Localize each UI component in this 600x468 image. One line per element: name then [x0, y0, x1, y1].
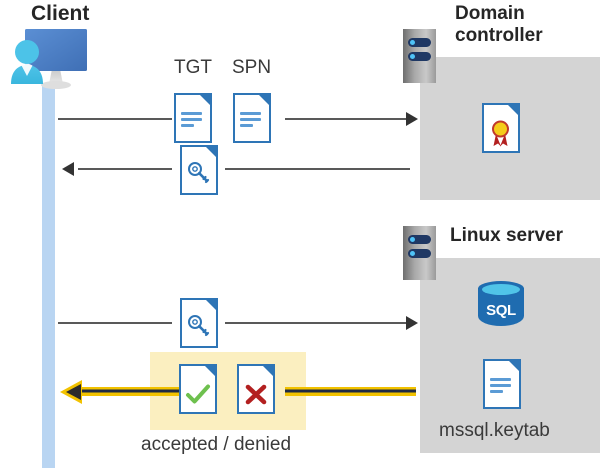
- rack-bar: [408, 52, 431, 61]
- rack-led: [410, 237, 415, 242]
- document-sheet: [179, 364, 217, 414]
- document-text-lines: [490, 378, 511, 397]
- connector-line-request-left: [58, 118, 172, 120]
- rack-bar: [408, 38, 431, 47]
- document-sheet: [174, 93, 212, 143]
- document-check-icon-accepted: [179, 364, 217, 414]
- arrowhead-to-domain-controller: [406, 112, 418, 126]
- x-glyph: [242, 380, 270, 413]
- rack-led: [410, 54, 415, 59]
- server-rack-icon-linux-server: [403, 226, 436, 280]
- arrowhead-to-linux-server: [406, 316, 418, 330]
- connector-line-service-left: [58, 322, 172, 324]
- keytab-filename-label: mssql.keytab: [439, 420, 550, 441]
- key-glyph: [186, 313, 212, 344]
- rack-led: [410, 251, 415, 256]
- certificate-seal-glyph: [488, 115, 514, 154]
- arrowhead-to-client-ticket: [62, 162, 74, 176]
- key-glyph: [186, 160, 212, 191]
- yellow-arrowhead-inner: [66, 383, 81, 400]
- document-key-icon-service-ticket: [180, 298, 218, 348]
- yellow-line-right: [285, 387, 416, 396]
- connector-line-ticket-left: [78, 168, 172, 170]
- spn-label: SPN: [232, 57, 272, 78]
- document-icon-keytab: [483, 359, 521, 409]
- client-workstation-icon: [6, 26, 92, 96]
- yellow-line-left: [80, 387, 180, 396]
- client-title: Client: [31, 2, 90, 25]
- document-text-lines: [240, 112, 261, 131]
- document-icon-spn: [233, 93, 271, 143]
- tgt-label: TGT: [174, 57, 212, 78]
- document-text-lines: [181, 112, 202, 131]
- rack-led: [410, 40, 415, 45]
- document-key-icon-ticket: [180, 145, 218, 195]
- connector-line-ticket-right: [225, 168, 410, 170]
- document-sheet: [483, 359, 521, 409]
- check-glyph: [184, 380, 212, 413]
- sql-cylinder-top-inner: [482, 283, 520, 295]
- document-icon-tgt: [174, 93, 212, 143]
- linux-server-title: Linux server: [450, 225, 563, 246]
- accepted-denied-label: accepted / denied: [141, 434, 292, 455]
- document-x-icon-denied: [237, 364, 275, 414]
- document-sheet: [237, 364, 275, 414]
- certificate-document-icon: [482, 103, 520, 153]
- document-sheet: [233, 93, 271, 143]
- connector-line-service-right: [225, 322, 408, 324]
- rack-bar: [408, 249, 431, 258]
- document-sheet: [180, 298, 218, 348]
- connector-line-request-right: [285, 118, 408, 120]
- document-sheet: [180, 145, 218, 195]
- sql-label: SQL: [486, 302, 516, 319]
- sql-database-icon: SQL: [478, 280, 524, 334]
- domain-controller-title: Domain controller: [455, 3, 543, 47]
- client-lifeline: [42, 84, 55, 468]
- server-rack-icon-domain-controller: [403, 29, 436, 83]
- rack-bar: [408, 235, 431, 244]
